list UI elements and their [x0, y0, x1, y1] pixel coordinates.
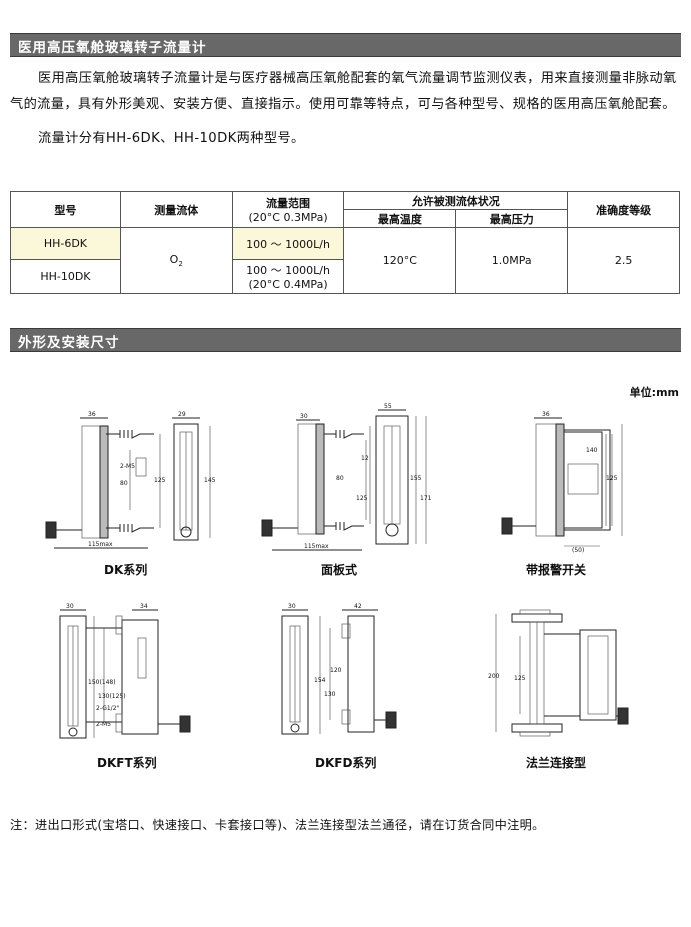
caption-dk-series: DK系列: [104, 563, 148, 577]
dim-label: 2-M5: [96, 721, 111, 728]
medium-subscript: 2: [178, 260, 183, 269]
header-range: 流量范围 (20°C 0.3MPa): [231, 191, 345, 228]
header-max-pressure: 最高压力: [455, 209, 569, 228]
dim-label: 36: [88, 411, 96, 418]
dim-label: 171: [420, 495, 432, 502]
intro-paragraph-1: 医用高压氧舱玻璃转子流量计是与医疗器械高压氧舱配套的氧气流量调节监测仪表，用来直…: [10, 71, 677, 112]
dim-label: 130: [324, 691, 336, 698]
header-accuracy: 准确度等级: [567, 191, 680, 228]
caption-dkft-series: DKFT系列: [97, 756, 157, 770]
dim-label: 115max: [88, 541, 113, 548]
caption-flange-type: 法兰连接型: [526, 756, 587, 770]
cell-model: HH-10DK: [10, 259, 121, 294]
section-header-product: 医用高压氧舱玻璃转子流量计: [10, 33, 681, 57]
dim-label: 2-G1/2": [96, 705, 120, 712]
drawing-dk-series: 36 29 2-M5 80 125 145 115max: [45, 411, 216, 549]
dim-label: (50): [572, 547, 584, 554]
drawing-flange-type: 200 125: [488, 609, 629, 737]
cell-max-temp: 120°C: [343, 227, 457, 294]
dim-label: 115max: [304, 543, 329, 550]
section-title: 医用高压氧舱玻璃转子流量计: [18, 40, 207, 56]
medium-text: O: [169, 252, 179, 266]
cell-medium: O2: [119, 227, 233, 294]
cell-range-note: (20°C 0.4MPa): [248, 278, 328, 291]
dim-label: 80: [120, 480, 128, 487]
cell-range-value: 100 ～ 1000L/h: [246, 264, 330, 277]
dim-label: 36: [542, 411, 550, 418]
dim-label: 34: [140, 603, 148, 610]
dim-label: 30: [66, 603, 74, 610]
header-model: 型号: [10, 191, 121, 228]
dim-label: 155: [410, 475, 422, 482]
dim-label: 154: [314, 677, 326, 684]
header-range-note: (20°C 0.3MPa): [248, 211, 328, 224]
intro-paragraph-2: 流量计分有HH-6DK、HH-10DK两种型号。: [38, 131, 305, 146]
caption-alarm-switch: 带报警开关: [526, 563, 587, 577]
dim-label: 140: [586, 447, 598, 454]
dim-label: 200: [488, 673, 500, 680]
drawing-alarm-switch: 36 140 125 (50): [501, 411, 623, 554]
dim-label: 29: [178, 411, 186, 418]
cell-range: 100 ～ 1000L/h: [231, 227, 345, 260]
caption-panel-type: 面板式: [321, 563, 358, 577]
spec-table: 型号 测量流体 流量范围 (20°C 0.3MPa) 允许被测流体状况 准确度等…: [10, 191, 680, 294]
dim-label: 150(148): [88, 679, 116, 686]
dim-label: 30: [288, 603, 296, 610]
dim-label: 125: [606, 475, 618, 482]
dim-label: 30: [300, 413, 308, 420]
header-medium: 测量流体: [119, 191, 233, 228]
cell-range: 100 ～ 1000L/h (20°C 0.4MPa): [231, 259, 345, 294]
unit-label: 单位:mm: [629, 386, 679, 399]
dim-label: 80: [336, 475, 344, 482]
drawing-panel-type: 30 55 12 80 125 155 171 115max: [261, 403, 432, 551]
cell-model: HH-6DK: [10, 227, 121, 260]
dim-label: 2-M5: [120, 463, 135, 470]
header-allowed: 允许被测流体状况: [343, 191, 569, 210]
dim-label: 130(125): [98, 693, 126, 700]
dim-label: 125: [514, 675, 526, 682]
dim-label: 42: [354, 603, 362, 610]
cell-max-pressure: 1.0MPa: [455, 227, 569, 294]
table-row: HH-6DK O2 100 ～ 1000L/h 120°C 1.0MPa 2.5: [10, 227, 680, 294]
section-title: 外形及安装尺寸: [18, 335, 120, 351]
cell-accuracy: 2.5: [567, 227, 680, 294]
dim-label: 12: [361, 455, 369, 462]
header-range-label: 流量范围: [266, 197, 311, 210]
dim-label: 145: [204, 477, 216, 484]
section-header-dimensions: 外形及安装尺寸: [10, 328, 681, 352]
dim-label: 125: [154, 477, 166, 484]
order-note: 注：进出口形式(宝塔口、快速接口、卡套接口等)、法兰连接型法兰通径，请在订货合同…: [10, 818, 545, 832]
drawing-dkft-series: 30 34 150(148) 130(125) 2-G1/2" 2-M5: [59, 603, 191, 739]
dim-label: 125: [356, 495, 368, 502]
dim-label: 55: [384, 403, 392, 410]
caption-dkfd-series: DKFD系列: [315, 756, 377, 770]
intro-text: 医用高压氧舱玻璃转子流量计是与医疗器械高压氧舱配套的氧气流量调节监测仪表，用来直…: [10, 66, 680, 152]
header-max-temp: 最高温度: [343, 209, 457, 228]
drawing-dkfd-series: 30 42 154 130 120: [281, 603, 397, 735]
dim-label: 120: [330, 667, 342, 674]
table-row: HH-10DK 100 ～ 1000L/h (20°C 0.4MPa): [10, 259, 680, 294]
